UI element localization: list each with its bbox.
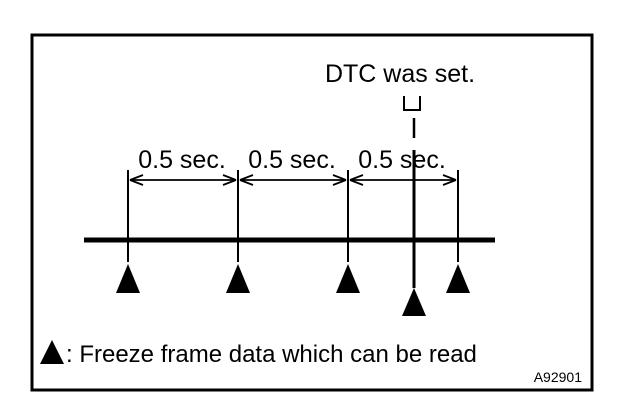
interval-label-3: 0.5 sec. xyxy=(358,146,446,174)
freeze-frame-marker-1 xyxy=(116,264,140,293)
freeze-frame-marker-event xyxy=(402,288,426,316)
interval-label-2: 0.5 sec. xyxy=(248,146,336,174)
event-bracket-icon xyxy=(403,96,421,111)
dimension-arrow-2 xyxy=(239,174,347,186)
interval-label-1: 0.5 sec. xyxy=(138,146,226,174)
freeze-frame-marker-4 xyxy=(446,264,470,293)
freeze-frame-marker-3 xyxy=(336,264,360,293)
diagram-frame xyxy=(30,33,594,392)
freeze-frame-marker-2 xyxy=(226,264,250,293)
figure-code: A92901 xyxy=(534,369,582,385)
dtc-set-label: DTC was set. xyxy=(325,60,475,88)
dimension-arrow-1 xyxy=(129,174,237,186)
legend-text: : Freeze frame data which can be read xyxy=(66,341,477,368)
dimension-arrow-3 xyxy=(349,174,457,186)
legend-marker-icon xyxy=(40,340,64,364)
